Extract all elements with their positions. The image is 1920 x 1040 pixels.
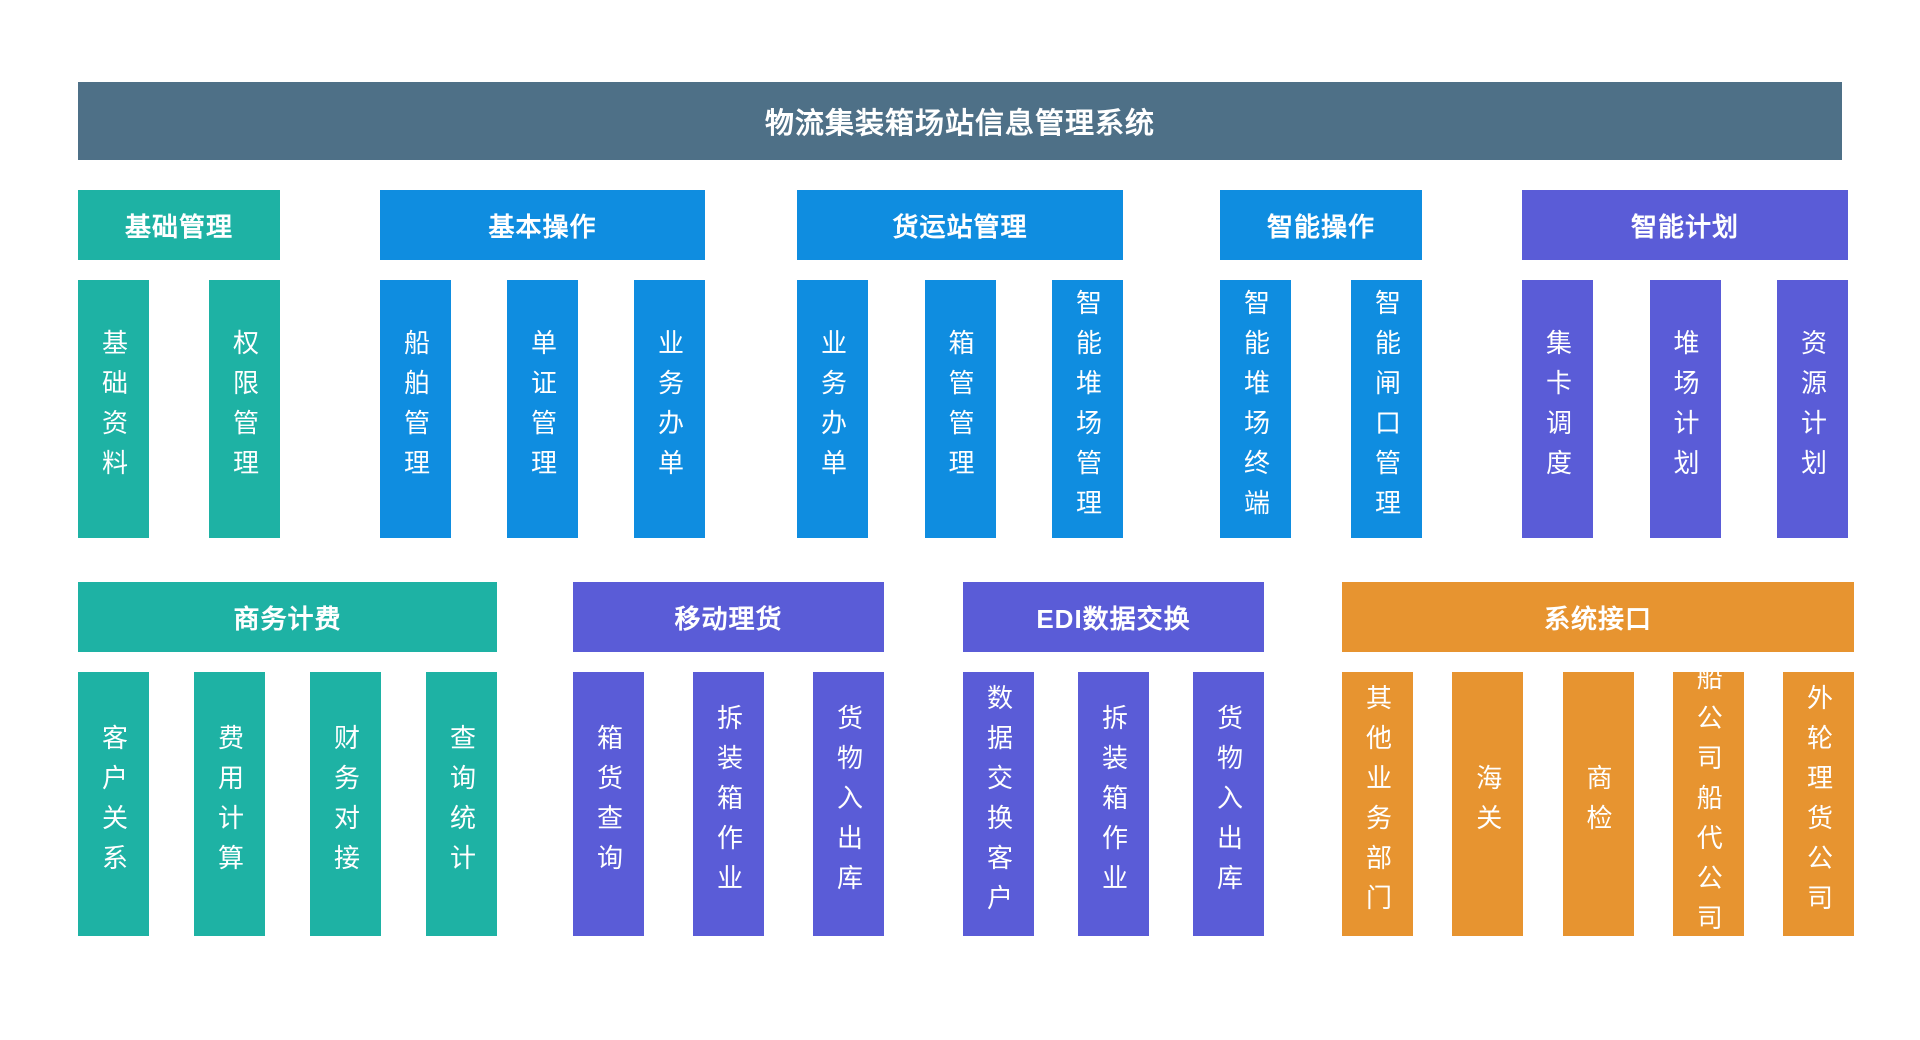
module-box: 箱管管理	[924, 280, 996, 538]
module-label: 智能闸口管理	[1371, 289, 1402, 529]
module-box: 集卡调度	[1522, 280, 1593, 538]
module-label: 财务对接	[330, 724, 361, 884]
diagram-title-banner: 物流集装箱场站信息管理系统	[78, 82, 1842, 160]
group-smart-planning: 智能计划 集卡调度 堆场计划 资源计划	[1522, 190, 1848, 538]
module-label: 集卡调度	[1542, 329, 1573, 489]
group-columns: 船舶管理 单证管理 业务办单	[380, 280, 705, 538]
group-mobile-tally: 移动理货 箱货查询 拆装箱作业 货物入出库	[573, 582, 884, 936]
module-label: 船公司船代公司	[1693, 664, 1724, 944]
module-label: 箱管管理	[945, 329, 975, 489]
module-label: 拆装箱作业	[713, 704, 744, 904]
module-box: 查询统计	[426, 672, 497, 936]
module-box: 商检	[1562, 672, 1634, 936]
module-label: 拆装箱作业	[1098, 704, 1129, 904]
module-box: 货物入出库	[813, 672, 884, 936]
module-box: 货物入出库	[1193, 672, 1264, 936]
group-commerce-billing: 商务计费 客户关系 费用计算 财务对接 查询统计	[78, 582, 497, 936]
group-header: 系统接口	[1342, 582, 1854, 652]
module-box: 智能闸口管理	[1351, 280, 1422, 538]
module-box: 拆装箱作业	[1078, 672, 1149, 936]
module-label: 智能堆场管理	[1072, 289, 1103, 529]
group-smart-ops: 智能操作 智能堆场终端 智能闸口管理	[1220, 190, 1422, 538]
module-label: 基础资料	[98, 329, 129, 489]
group-header: 移动理货	[573, 582, 884, 652]
group-system-interface: 系统接口 其他业务部门 海关 商检 船公司船代公司 外轮理货公司	[1342, 582, 1854, 944]
group-header: 商务计费	[78, 582, 497, 652]
module-box: 拆装箱作业	[693, 672, 764, 936]
module-box: 客户关系	[78, 672, 149, 936]
module-label: 查询统计	[446, 724, 477, 884]
group-header: 智能计划	[1522, 190, 1848, 260]
group-columns: 智能堆场终端 智能闸口管理	[1220, 280, 1422, 538]
module-box: 堆场计划	[1649, 280, 1721, 538]
group-basic-ops: 基本操作 船舶管理 单证管理 业务办单	[380, 190, 705, 538]
module-box: 外轮理货公司	[1783, 672, 1854, 936]
module-box: 资源计划	[1777, 280, 1848, 538]
group-columns: 客户关系 费用计算 财务对接 查询统计	[78, 672, 497, 936]
group-freight-station-mgmt: 货运站管理 业务办单 箱管管理 智能堆场管理	[797, 190, 1123, 538]
module-label: 客户关系	[98, 724, 129, 884]
group-columns: 基础资料 权限管理	[78, 280, 280, 538]
group-columns: 业务办单 箱管管理 智能堆场管理	[797, 280, 1123, 538]
module-box: 基础资料	[78, 280, 149, 538]
module-label: 业务办单	[817, 329, 848, 489]
module-label: 业务办单	[654, 329, 685, 489]
module-label: 外轮理货公司	[1803, 684, 1834, 924]
module-box: 业务办单	[634, 280, 705, 538]
module-label: 智能堆场终端	[1240, 289, 1271, 529]
group-columns: 集卡调度 堆场计划 资源计划	[1522, 280, 1848, 538]
module-label: 货物入出库	[1213, 704, 1244, 904]
module-label: 费用计算	[214, 724, 245, 884]
module-label: 船舶管理	[400, 329, 431, 489]
module-box: 智能堆场终端	[1220, 280, 1291, 538]
group-header: EDI数据交换	[963, 582, 1264, 652]
module-label: 其他业务部门	[1362, 684, 1393, 924]
module-label: 资源计划	[1797, 329, 1828, 489]
module-label: 单证管理	[527, 329, 558, 489]
group-header: 基础管理	[78, 190, 280, 260]
diagram-title: 物流集装箱场站信息管理系统	[764, 108, 1155, 140]
module-box: 海关	[1452, 672, 1524, 936]
module-box: 智能堆场管理	[1052, 280, 1123, 538]
group-header: 货运站管理	[797, 190, 1123, 260]
module-box: 船舶管理	[380, 280, 451, 538]
group-columns: 箱货查询 拆装箱作业 货物入出库	[573, 672, 884, 936]
module-label: 堆场计划	[1670, 329, 1700, 489]
module-box: 单证管理	[507, 280, 578, 538]
group-columns: 其他业务部门 海关 商检 船公司船代公司 外轮理货公司	[1342, 664, 1854, 944]
module-box: 箱货查询	[573, 672, 644, 936]
module-box: 权限管理	[209, 280, 280, 538]
module-label: 数据交换客户	[983, 684, 1014, 924]
module-label: 箱货查询	[593, 724, 624, 884]
module-label: 商检	[1583, 764, 1613, 844]
module-box: 其他业务部门	[1342, 672, 1413, 936]
group-columns: 数据交换客户 拆装箱作业 货物入出库	[963, 672, 1264, 936]
module-box: 数据交换客户	[963, 672, 1034, 936]
module-box: 船公司船代公司	[1672, 664, 1744, 944]
group-basic-mgmt: 基础管理 基础资料 权限管理	[78, 190, 280, 538]
module-label: 权限管理	[229, 329, 260, 489]
module-label: 海关	[1472, 764, 1503, 844]
module-label: 货物入出库	[833, 704, 864, 904]
group-edi-exchange: EDI数据交换 数据交换客户 拆装箱作业 货物入出库	[963, 582, 1264, 936]
group-header: 智能操作	[1220, 190, 1422, 260]
module-box: 费用计算	[194, 672, 265, 936]
module-box: 业务办单	[797, 280, 868, 538]
group-header: 基本操作	[380, 190, 705, 260]
module-box: 财务对接	[310, 672, 381, 936]
